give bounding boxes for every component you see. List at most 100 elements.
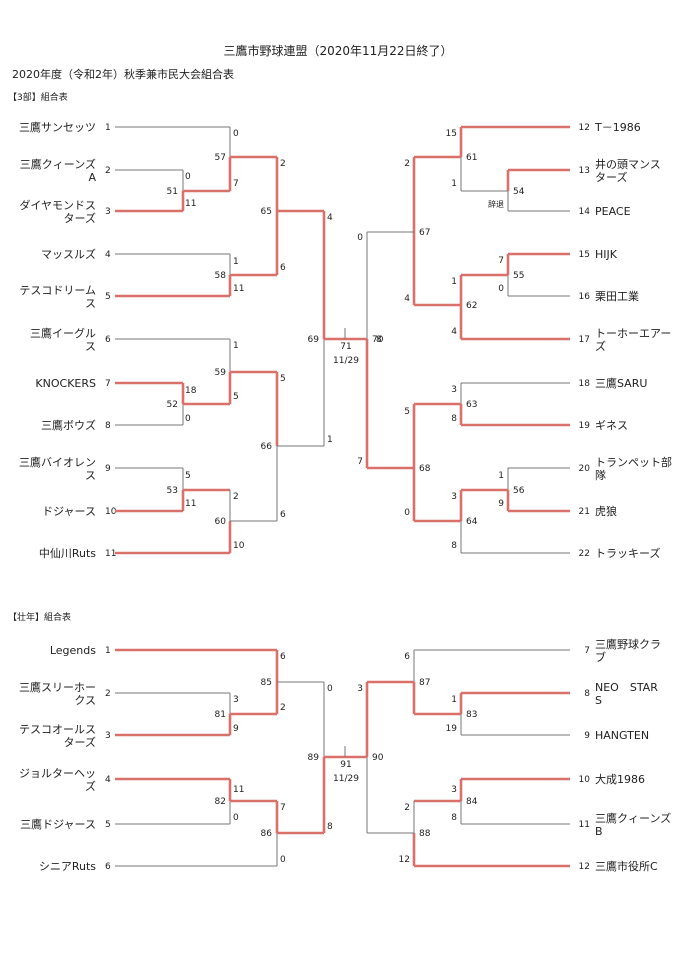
score: 11 [185,199,196,209]
team-name-cont: ズ [595,339,606,353]
score: 7 [498,256,504,266]
team-name-cont: ズ [85,779,96,793]
game-number: 88 [419,829,431,839]
team-name: T－1986 [594,121,641,134]
team-name: ドジャース [42,505,96,518]
game-number: 53 [167,486,178,496]
section-label-3bu: 【3部】組合表 [8,93,68,103]
team-name: HIJK [595,248,618,261]
game-number: 81 [215,710,226,720]
score: 11 [233,284,244,294]
team-name: トランペット部 [595,455,672,469]
score: 8 [451,813,457,823]
team-seed: 2 [105,166,111,176]
team-seed: 7 [105,379,111,389]
team-name-cont: ス [85,340,96,353]
team-name: 井の頭マンス [595,157,661,171]
score: 8 [376,335,382,345]
team-seed: 14 [579,207,591,217]
team-name-cont: ブ [595,650,606,664]
team-name: 大成1986 [595,772,645,786]
team-seed: 5 [105,820,111,830]
score: 0 [357,233,363,243]
team-name: 三鷹ボウズ [41,418,96,432]
team-name-cont: クス [74,694,96,707]
score: 3 [451,785,457,795]
score: 7 [357,457,363,467]
score: 6 [280,263,286,273]
score: 8 [451,541,457,551]
team-name: ジョルターヘッ [19,767,96,780]
game-number: 69 [308,335,320,345]
score: 1 [233,257,239,267]
score: 0 [498,284,504,294]
page-title: 三鷹市野球連盟（2020年11月22日終了） [223,44,453,58]
team-seed: 11 [105,549,116,559]
team-name: 三鷹スリーホー [19,680,96,694]
score: 1 [233,341,239,351]
score: 3 [357,684,363,694]
team-seed: 4 [105,775,111,785]
team-name-cont: ターズ [64,211,96,225]
score: 18 [185,386,197,396]
team-name: 三鷹クィーンズ [595,811,671,825]
team-seed: 18 [579,379,591,389]
team-name: 栗田工業 [595,290,639,303]
team-seed: 6 [105,862,111,872]
team-name: 三鷹イーグル [30,326,96,340]
team-seed: 8 [584,689,590,699]
team-seed: 5 [105,292,111,302]
score: 0 [185,172,191,182]
score: 15 [446,129,457,139]
page-subtitle: 2020年度（令和2年）秋季兼市民大会組合表 [12,68,234,81]
section-label-sonen: 【壮年】組合表 [8,613,72,623]
game-number: 70 [372,335,384,345]
team-name: PEACE [595,205,631,218]
team-name-cont: ス [85,297,96,310]
team-name: ギネス [595,419,628,432]
team-name: 三鷹バイオレン [19,455,96,469]
score: 3 [451,385,457,395]
team-name-cont: ス [85,469,96,482]
team-name: テスコドリーム [19,284,96,297]
team-name: 三鷹ドジャース [20,817,96,831]
score: 6 [280,510,286,520]
team-name-cont: S [595,694,602,707]
team-seed: 10 [579,775,591,785]
score: 5 [233,392,239,402]
game-number: 51 [167,187,178,197]
score: 8 [327,822,333,832]
team-name-cont: A [88,171,96,184]
game-number: 54 [513,187,525,197]
score: 19 [446,724,458,734]
final-date: 11/29 [333,356,359,366]
score: 5 [185,471,191,481]
score: 6 [404,652,410,662]
team-name: テスコオールス [19,723,96,736]
team-seed: 11 [579,820,590,830]
team-seed: 10 [105,507,117,517]
team-name: ダイヤモンドス [19,198,96,212]
team-seed: 1 [105,123,111,133]
team-name: マッスルズ [41,247,96,261]
score: 9 [233,724,239,734]
score: 2 [280,703,286,713]
team-seed: 19 [579,421,591,431]
game-number: 65 [261,207,272,217]
game-number: 66 [261,442,273,452]
score: 12 [399,855,410,865]
game-number: 84 [466,797,478,807]
team-seed: 3 [105,731,111,741]
score: 2 [404,803,410,813]
team-seed: 9 [584,731,590,741]
game-number: 60 [215,517,227,527]
score: 11 [233,785,244,795]
game-number: 58 [215,271,227,281]
team-name: 三鷹サンセッツ [19,120,96,134]
team-seed: 1 [105,646,111,656]
final-date: 11/29 [333,774,359,784]
team-seed: 20 [579,464,591,474]
game-number: 89 [308,753,320,763]
team-name: 三鷹SARU [595,376,647,390]
team-name: シニアRuts [39,860,96,873]
